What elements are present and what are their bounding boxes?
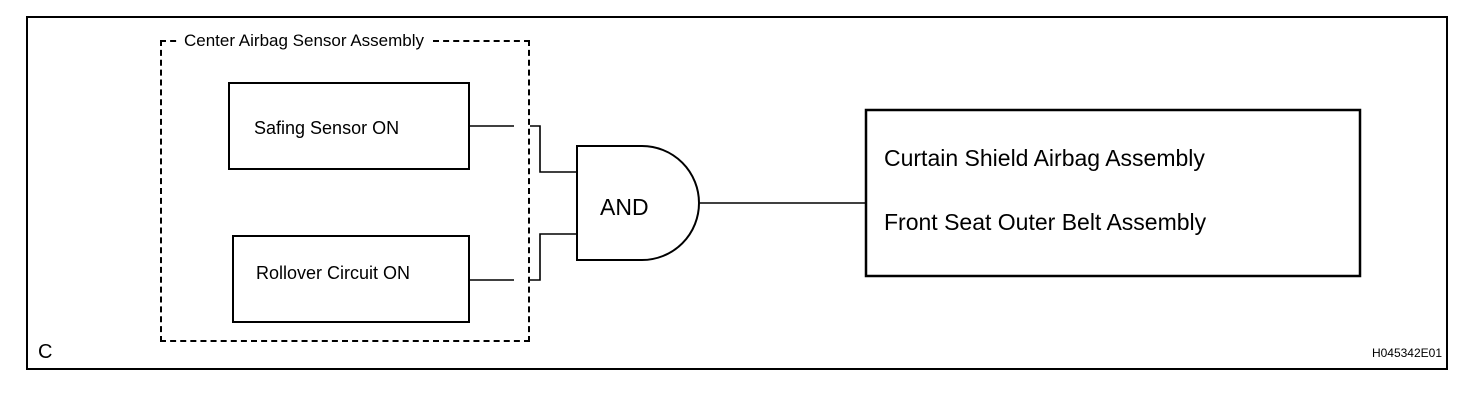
safing-sensor-gate-input bbox=[530, 125, 577, 173]
rollover-circuit-gate-input bbox=[530, 233, 577, 281]
and-gate-shape bbox=[576, 145, 700, 261]
safing-sensor-label: Safing Sensor ON bbox=[254, 118, 400, 138]
and-gate-label: AND bbox=[600, 194, 649, 220]
figure-code: H045342E01 bbox=[1371, 346, 1442, 360]
group-label: Center Airbag Sensor Assembly bbox=[178, 30, 431, 52]
output-box bbox=[864, 108, 1362, 278]
corner-letter: C bbox=[38, 341, 53, 363]
output-line-curtain-shield: Curtain Shield Airbag Assembly bbox=[884, 145, 1205, 171]
rollover-circuit-label: Rollover Circuit ON bbox=[256, 263, 411, 283]
safing-sensor-box bbox=[228, 82, 470, 170]
rollover-circuit-box bbox=[232, 235, 470, 323]
output-line-front-seat-belt: Front Seat Outer Belt Assembly bbox=[884, 209, 1207, 235]
